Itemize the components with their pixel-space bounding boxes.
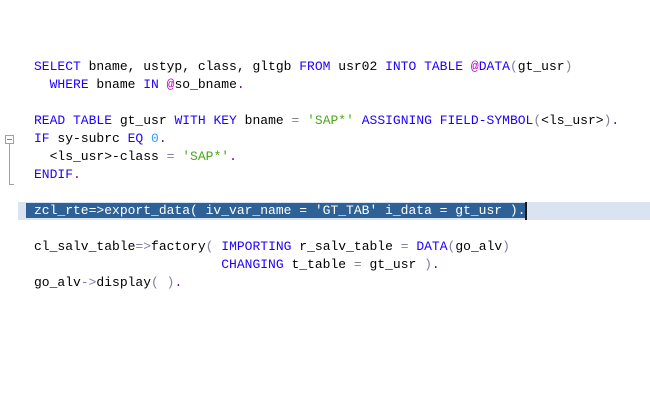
fold-guide-end <box>9 184 14 185</box>
code-line-1[interactable]: SELECT bname, ustyp, class, gltgb FROM u… <box>34 59 573 74</box>
text-cursor <box>525 202 528 220</box>
code-line-5[interactable]: IF sy-subrc EQ 0. <box>0 130 650 185</box>
code-line-4[interactable]: READ TABLE gt_usr WITH KEY bname = 'SAP*… <box>34 113 620 128</box>
fold-guide <box>9 144 10 184</box>
abap-code-editor[interactable]: SELECT bname, ustyp, class, gltgb FROM u… <box>0 58 650 292</box>
code-line-7[interactable]: ENDIF. <box>34 167 81 182</box>
code-line-11[interactable]: cl_salv_table=>factory( IMPORTING r_salv… <box>34 239 510 254</box>
code-line-9-current-selected[interactable]: zcl_rte=>export_data( iv_var_name = 'GT_… <box>18 202 650 220</box>
fold-collapse-icon[interactable] <box>5 135 14 144</box>
code-line-3[interactable] <box>0 94 650 112</box>
code-line-6[interactable]: <ls_usr>-class = 'SAP*'. <box>34 149 237 164</box>
text-selection[interactable]: zcl_rte=>export_data( iv_var_name = 'GT_… <box>26 203 526 218</box>
code-line-12[interactable]: CHANGING t_table = gt_usr ). <box>221 257 440 272</box>
code-line-10[interactable] <box>0 220 650 238</box>
code-line-13[interactable]: go_alv->display( ). <box>34 275 183 290</box>
code-line-2[interactable]: WHERE bname IN @so_bname. <box>49 77 245 92</box>
code-line-8[interactable] <box>0 184 650 202</box>
